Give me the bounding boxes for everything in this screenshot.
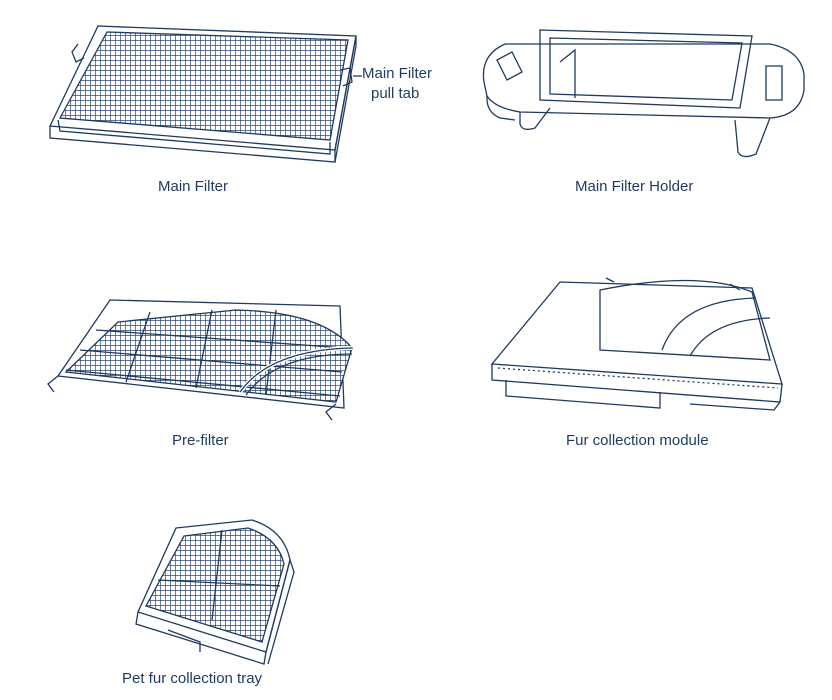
fur-collection-module-illustration: [490, 277, 783, 411]
pet-fur-collection-tray-illustration: [135, 519, 295, 665]
callout-line-1: Main Filter: [362, 65, 433, 82]
pre-filter-illustration: [47, 299, 353, 421]
callout-line-2: pull tab: [371, 85, 420, 102]
main-filter-illustration: [49, 25, 362, 163]
pre-filter-caption: Pre-filter: [172, 432, 229, 449]
main-filter-pull-tab: [339, 67, 353, 87]
pet-fur-collection-tray-caption: Pet fur collection tray: [122, 670, 263, 687]
main-filter-caption: Main Filter: [158, 178, 229, 195]
main-filter-callout: Main Filter pull tab: [362, 64, 432, 104]
main-filter-holder-caption: Main Filter Holder: [575, 178, 694, 195]
main-filter-holder-illustration: [482, 29, 805, 158]
fur-collection-module-caption: Fur collection module: [566, 432, 709, 449]
